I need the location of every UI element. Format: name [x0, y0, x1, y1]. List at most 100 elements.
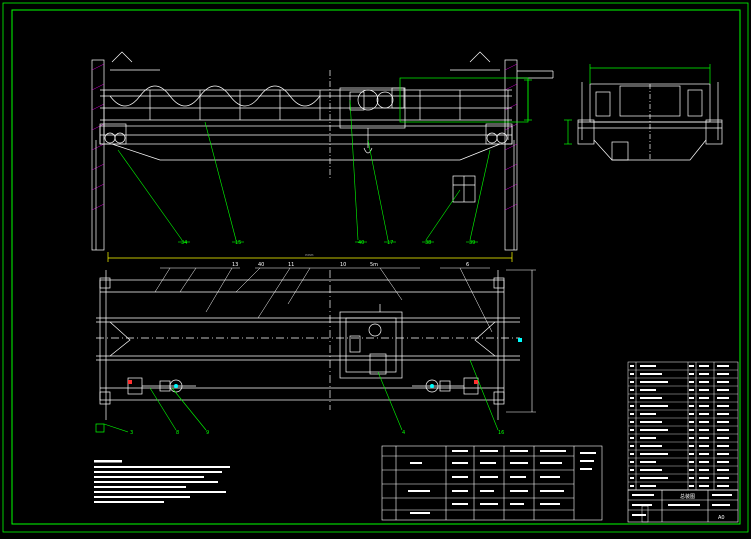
callout-front-1: 34: [181, 240, 187, 246]
side-view-dims: [564, 64, 711, 145]
parts-list-cell: [717, 373, 729, 375]
callout-plan-1: 3: [130, 430, 133, 436]
parts-list-cell: [630, 477, 634, 479]
plan-top-label-6: 6: [466, 262, 469, 268]
plan-top-label-3: 11: [288, 262, 294, 268]
parts-list-cell: [717, 365, 729, 367]
plan-accents: [128, 338, 522, 388]
parts-list-cell: [630, 429, 634, 431]
sheet-size: A0: [718, 515, 725, 521]
callout-front-5: 38: [425, 240, 431, 246]
plan-top-leaders: [154, 267, 493, 333]
parts-list-cell: [717, 421, 729, 423]
parts-list-cell: [689, 461, 694, 463]
parts-list-cell: [630, 421, 634, 423]
parts-list-cell: [640, 453, 668, 455]
parts-list-cell: [640, 373, 662, 375]
parts-list-cell: [630, 397, 634, 399]
callout-plan-4: 4: [402, 430, 405, 436]
parts-list-cell: [689, 397, 694, 399]
callout-plan-5: 16: [498, 430, 504, 436]
plan-top-label-4: 10: [340, 262, 346, 268]
parts-list-cell: [717, 397, 729, 399]
plan-top-label-2: 40: [258, 262, 264, 268]
parts-list-cell: [689, 445, 694, 447]
callout-front-6: 39: [469, 240, 475, 246]
parts-list-cell: [699, 469, 709, 471]
parts-list-cell: [699, 381, 709, 383]
parts-list-cell: [699, 453, 709, 455]
parts-list-cell: [640, 381, 668, 383]
plan-width-dimension: [506, 269, 536, 413]
parts-list-cell: [630, 461, 634, 463]
parts-list-cell: [717, 461, 729, 463]
parts-list-cell: [717, 469, 729, 471]
technical-notes: [94, 460, 230, 503]
parts-list-cell: [689, 365, 694, 367]
front-elevation-view: [91, 51, 554, 251]
parts-list-cell: [640, 389, 656, 391]
parts-list-cell: [689, 389, 694, 391]
parts-list-cell: [640, 477, 668, 479]
parts-list-cell: [717, 437, 729, 439]
parts-list-cell: [699, 445, 709, 447]
plan-top-labels: 13 40 11 10 5m 6: [232, 262, 469, 268]
parts-list-cell: [640, 421, 662, 423]
parts-list-cell: [699, 373, 709, 375]
parts-list-cell: [699, 437, 709, 439]
callout-front-3: 40: [358, 240, 364, 246]
parts-list-cell: [630, 365, 634, 367]
callout-front-4: 17: [387, 240, 393, 246]
foundation-marker: [95, 423, 105, 433]
parts-list-cell: [689, 413, 694, 415]
title-block: [381, 445, 603, 521]
height-dimension: [399, 77, 532, 123]
parts-list-cell: [717, 381, 729, 383]
front-view-leaders: [117, 99, 491, 243]
parts-list-cell: [699, 413, 709, 415]
parts-list-cell: [717, 453, 729, 455]
callout-plan-3: 9: [206, 430, 209, 436]
inner-frame: [11, 9, 741, 525]
side-view: [577, 82, 723, 161]
parts-list-cell: [699, 477, 709, 479]
plan-top-label-5: 5m: [370, 262, 378, 268]
parts-list-cell: [630, 485, 634, 487]
plan-bottom-leaders: [103, 359, 499, 433]
parts-list-cell: [689, 405, 694, 407]
parts-list-cell: [689, 421, 694, 423]
parts-list-cell: [699, 421, 709, 423]
parts-list-cell: [640, 469, 662, 471]
parts-list-cell: [630, 437, 634, 439]
parts-list-cell: [630, 381, 634, 383]
parts-list-cell: [699, 485, 709, 487]
span-dimension-value: ▭▭▭: [305, 253, 314, 257]
parts-list-cell: [640, 445, 662, 447]
plan-bottom-callouts: 3 8 9 4 16: [130, 430, 504, 436]
parts-list-cell: [640, 461, 656, 463]
front-view-callouts: 34 15 40 17 38 39: [181, 240, 475, 246]
parts-list-cell: [640, 437, 656, 439]
parts-list-cell: [640, 405, 668, 407]
parts-list-cell: [630, 453, 634, 455]
parts-list-cell: [717, 405, 729, 407]
parts-list-cell: [699, 389, 709, 391]
parts-list-cell: [717, 477, 729, 479]
drawing-name: 总装图: [680, 493, 695, 500]
plan-top-label-1: 13: [232, 262, 238, 268]
parts-list-cell: [689, 381, 694, 383]
parts-list-cell: [689, 477, 694, 479]
span-dimension: [107, 252, 513, 262]
parts-list-cell: [717, 429, 729, 431]
parts-list-cell: [640, 365, 656, 367]
parts-list-cell: [640, 397, 662, 399]
parts-list-rows: [628, 365, 738, 491]
outer-frame: [2, 2, 749, 533]
parts-list-cell: [717, 485, 729, 487]
parts-list-cell: [640, 429, 668, 431]
parts-list-cell: [630, 413, 634, 415]
parts-list-cell: [717, 389, 729, 391]
parts-list-cell: [717, 445, 729, 447]
